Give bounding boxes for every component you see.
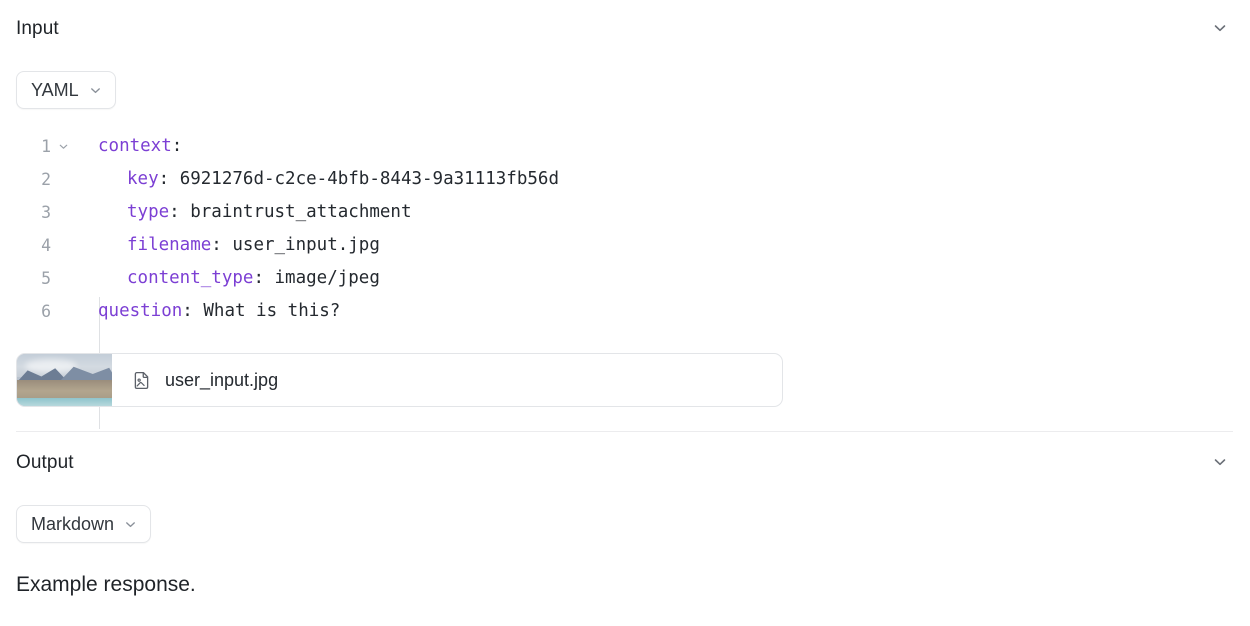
yaml-punct: : (169, 202, 180, 222)
code-line-text: context: (74, 130, 1250, 163)
yaml-value: What is this? (192, 301, 341, 321)
yaml-key: content_type (127, 268, 254, 288)
chevron-down-icon (88, 83, 103, 98)
yaml-key: question (98, 301, 183, 321)
chevron-down-icon (1211, 453, 1229, 471)
code-line-text: key: 6921276d-c2ce-4bfb-8443-9a31113fb56… (74, 163, 1250, 196)
code-line: 2 key: 6921276d-c2ce-4bfb-8443-9a31113fb… (0, 163, 1250, 196)
thumbnail-water (17, 397, 112, 406)
thumbnail-land (17, 380, 112, 398)
code-line: 1 context: (0, 130, 1250, 163)
input-collapse-button[interactable] (1207, 15, 1233, 41)
attachment-file-name: user_input.jpg (165, 370, 279, 390)
yaml-value: user_input.jpg (221, 235, 380, 255)
input-section-title: Input (16, 17, 59, 39)
fold-placeholder (52, 163, 74, 196)
section-divider (16, 431, 1233, 432)
output-format-value: Markdown (31, 514, 115, 534)
input-section-header: Input (0, 8, 1250, 48)
code-line-text: content_type: image/jpeg (74, 262, 1250, 295)
line-number: 3 (41, 203, 51, 222)
input-format-select[interactable]: YAML (16, 71, 116, 109)
line-number: 5 (41, 269, 51, 288)
line-number: 2 (41, 170, 51, 189)
fold-toggle-icon[interactable] (52, 130, 74, 163)
yaml-key: filename (127, 235, 212, 255)
line-number: 1 (41, 137, 51, 156)
yaml-punct: : (182, 301, 193, 321)
fold-placeholder (52, 229, 74, 262)
code-line-text: question: What is this? (74, 295, 1250, 328)
chevron-down-icon (123, 517, 138, 532)
line-number: 4 (41, 236, 51, 255)
yaml-punct: : (158, 169, 170, 189)
code-line: 5 content_type: image/jpeg (0, 262, 1250, 295)
yaml-punct: : (171, 136, 183, 156)
yaml-value: braintrust_attachment (179, 202, 412, 222)
output-section-title: Output (16, 451, 74, 473)
yaml-code-block[interactable]: 1 context: 2 key: 6921276d-c2ce-4bfb-844… (0, 130, 1250, 429)
yaml-value: image/jpeg (263, 268, 380, 288)
file-image-icon (131, 370, 152, 391)
output-section-header: Output (0, 442, 1250, 482)
yaml-key: key (127, 169, 159, 189)
yaml-punct: : (253, 268, 264, 288)
output-collapse-button[interactable] (1207, 449, 1233, 475)
yaml-value: 6921276d-c2ce-4bfb-8443-9a31113fb56d (169, 169, 559, 189)
code-line: 4 filename: user_input.jpg (0, 229, 1250, 262)
attachment-info: user_input.jpg (112, 354, 782, 406)
code-line-text: type: braintrust_attachment (74, 196, 1250, 229)
yaml-key: context (98, 136, 172, 156)
yaml-punct: : (211, 235, 222, 255)
attachment-card[interactable]: user_input.jpg (16, 353, 783, 407)
line-number: 6 (41, 302, 51, 321)
chevron-down-icon (1211, 19, 1229, 37)
output-format-select[interactable]: Markdown (16, 505, 152, 543)
output-body-text: Example response. (16, 573, 196, 596)
yaml-key: type (127, 202, 170, 222)
attachment-thumbnail (17, 354, 112, 406)
fold-placeholder (52, 196, 74, 229)
code-line: 6 question: What is this? (0, 295, 1250, 328)
fold-placeholder (52, 295, 74, 328)
thumbnail-cloud (24, 359, 77, 373)
input-format-value: YAML (31, 80, 79, 100)
fold-placeholder (52, 262, 74, 295)
code-line: 3 type: braintrust_attachment (0, 196, 1250, 229)
code-line-text: filename: user_input.jpg (74, 229, 1250, 262)
